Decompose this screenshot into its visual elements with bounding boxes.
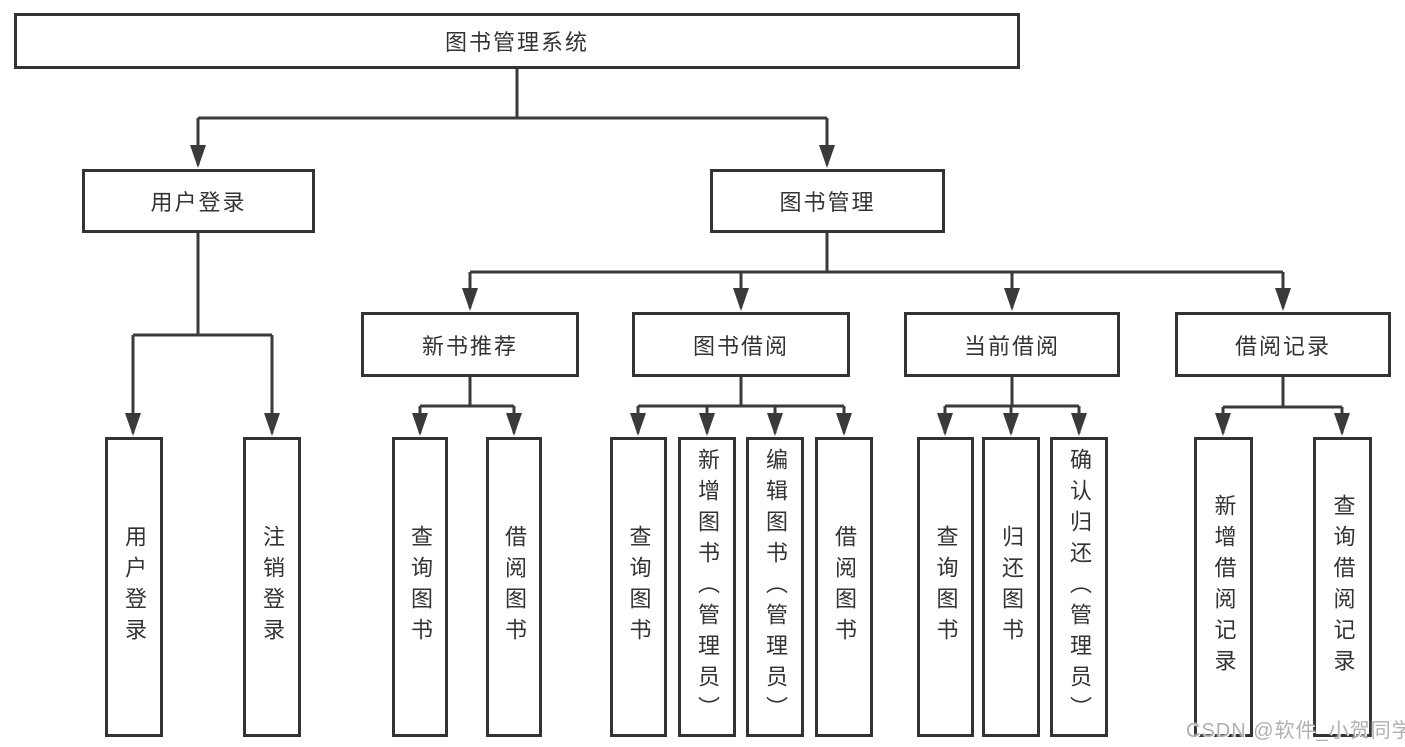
leaf-query-books-current-label: 查询图书 [933, 525, 959, 649]
leaf-query-books-recommend: 查询图书 [392, 437, 448, 737]
node-borrow-records: 借阅记录 [1175, 312, 1391, 377]
leaf-edit-book-admin: 编辑图书（管理员） [746, 437, 804, 737]
leaf-logout-label: 注销登录 [260, 525, 285, 649]
node-current-borrow: 当前借阅 [904, 312, 1120, 377]
leaf-borrow-books: 借阅图书 [815, 437, 873, 737]
leaf-query-books-current: 查询图书 [917, 437, 974, 737]
leaf-edit-book-admin-label: 编辑图书（管理员） [763, 447, 788, 727]
leaf-query-books-recommend-label: 查询图书 [408, 525, 433, 649]
node-book-management: 图书管理 [710, 169, 945, 233]
leaf-query-books-borrow-label: 查询图书 [626, 525, 652, 649]
leaf-add-borrow-record-label: 新增借阅记录 [1211, 494, 1237, 680]
leaf-confirm-return-admin: 确认归还（管理员） [1050, 437, 1108, 737]
node-book-borrow: 图书借阅 [632, 312, 850, 377]
leaf-borrow-books-recommend-label: 借阅图书 [502, 525, 527, 649]
leaf-borrow-books-recommend: 借阅图书 [486, 437, 542, 737]
csdn-watermark: CSDN @软件_小贺同学 [1186, 720, 1405, 742]
arrowheads [125, 145, 1350, 436]
leaf-confirm-return-admin-label: 确认归还（管理员） [1067, 447, 1092, 727]
node-library-system: 图书管理系统 [14, 13, 1020, 69]
leaf-user-login: 用户登录 [105, 437, 163, 737]
leaf-query-books-borrow: 查询图书 [610, 437, 667, 737]
leaf-borrow-books-label: 借阅图书 [832, 525, 857, 649]
leaf-add-borrow-record: 新增借阅记录 [1194, 437, 1253, 737]
leaf-return-book-label: 归还图书 [999, 525, 1024, 649]
leaf-add-book-admin: 新增图书（管理员） [678, 437, 736, 737]
node-new-book-recommend: 新书推荐 [361, 312, 579, 377]
leaf-logout: 注销登录 [243, 437, 301, 737]
node-user-login: 用户登录 [82, 169, 315, 233]
leaf-add-book-admin-label: 新增图书（管理员） [695, 447, 720, 727]
leaf-user-login-label: 用户登录 [122, 525, 147, 649]
leaf-query-borrow-record: 查询借阅记录 [1313, 437, 1372, 737]
leaf-query-borrow-record-label: 查询借阅记录 [1330, 494, 1356, 680]
leaf-return-book: 归还图书 [982, 437, 1040, 737]
